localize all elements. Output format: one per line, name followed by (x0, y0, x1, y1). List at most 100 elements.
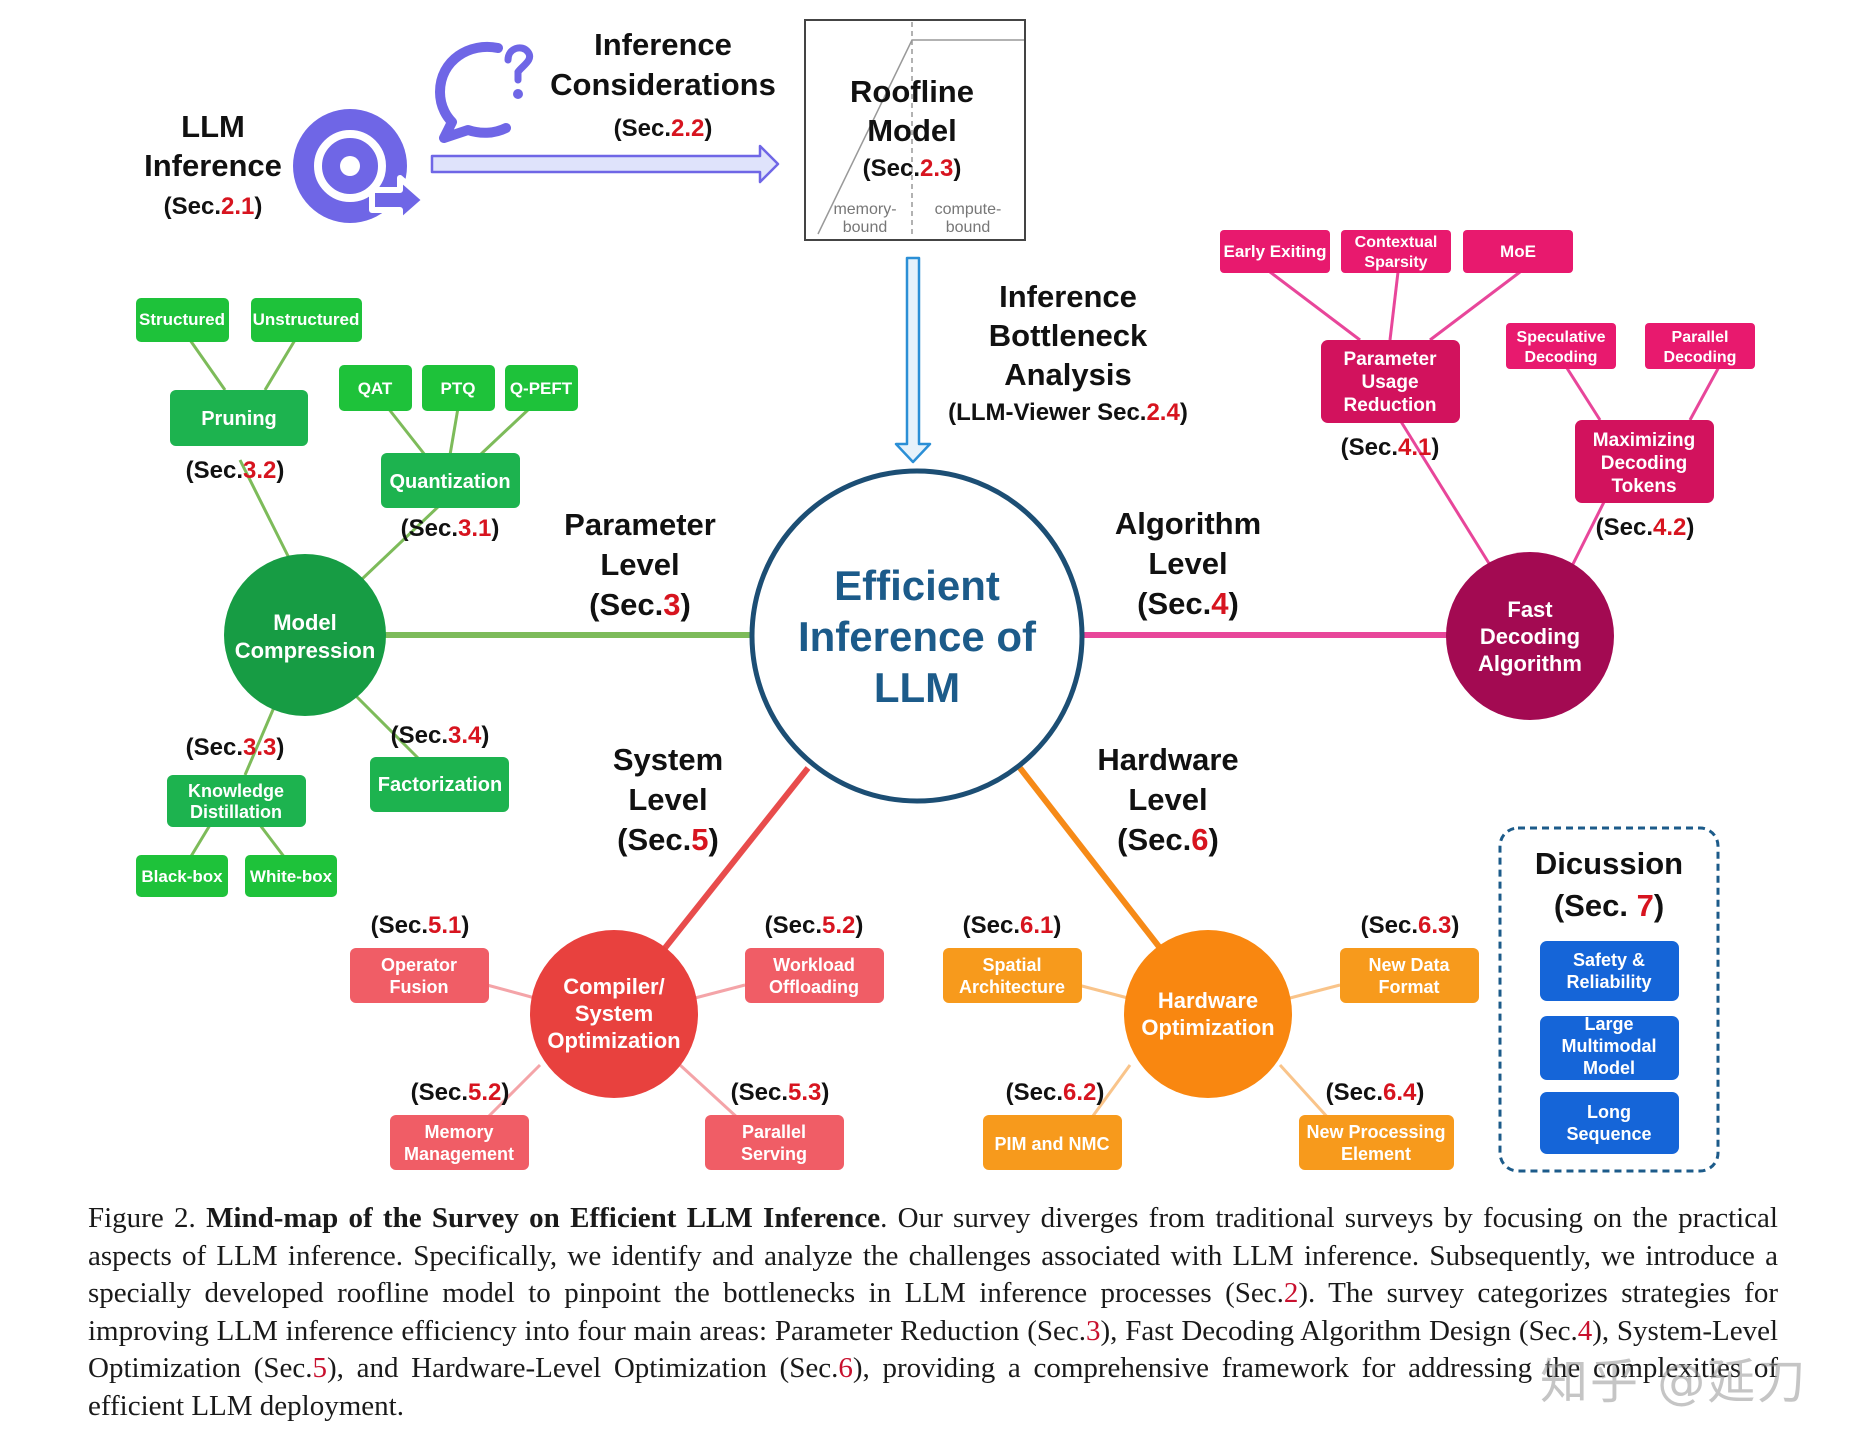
white-box-box (245, 855, 337, 897)
svg-text:Speculative: Speculative (1517, 329, 1606, 346)
hardware-optimization-branch: Hardware Optimization (Sec.6.1) Spatial … (943, 912, 1479, 1170)
svg-text:MoE: MoE (1500, 242, 1536, 261)
compiler-system-branch: Compiler/ System Optimization (Sec.5.1) … (350, 912, 884, 1170)
svg-text:Decoding: Decoding (1601, 453, 1688, 474)
svg-text:Serving: Serving (741, 1144, 807, 1164)
mdt-sec: (Sec.4.2) (1596, 514, 1695, 541)
svg-text:Sequence: Sequence (1566, 1124, 1651, 1144)
bottleneck-line1: Inference (999, 279, 1137, 314)
hardware-optimization-hub (1124, 930, 1292, 1098)
svg-text:Parameter: Parameter (1344, 349, 1438, 370)
svg-text:Parameter: Parameter (564, 507, 716, 542)
parallel-decoding-box (1645, 323, 1755, 369)
inference-considerations-node: Inference Considerations (Sec.2.2) (550, 27, 776, 142)
contextual-sparsity-box (1341, 230, 1451, 273)
svg-text:Algorithm: Algorithm (1478, 651, 1582, 676)
svg-text:White-box: White-box (250, 867, 333, 886)
memory-management-box (390, 1115, 529, 1170)
svg-text:System: System (613, 742, 723, 777)
svg-text:Structured: Structured (139, 310, 225, 329)
svg-text:Tokens: Tokens (1611, 476, 1676, 497)
black-box-box (136, 855, 228, 897)
new-data-format-box (1340, 948, 1479, 1003)
knowledge-distillation-box (167, 775, 306, 827)
svg-text:Black-box: Black-box (141, 867, 223, 886)
pruning-box (170, 390, 308, 446)
svg-text:Reliability: Reliability (1566, 972, 1651, 992)
svg-text:Algorithm: Algorithm (1115, 506, 1261, 541)
svg-text:(Sec.3): (Sec.3) (589, 587, 691, 622)
svg-text:QAT: QAT (358, 379, 393, 398)
svg-text:Long: Long (1587, 1102, 1631, 1122)
long-sequence-box (1540, 1092, 1679, 1154)
memory-bound-line2: bound (843, 219, 888, 236)
svg-text:Hardware: Hardware (1097, 742, 1238, 777)
svg-text:(Sec.6): (Sec.6) (1117, 822, 1219, 857)
svg-text:Parallel: Parallel (742, 1122, 806, 1142)
fast-decoding-branch: Fast Decoding Algorithm Early Exiting Co… (1220, 230, 1755, 720)
svg-text:PIM and NMC: PIM and NMC (995, 1134, 1110, 1154)
svg-text:PTQ: PTQ (441, 379, 476, 398)
svg-text:Unstructured: Unstructured (253, 310, 360, 329)
svg-text:Format: Format (1378, 977, 1439, 997)
center-line1: Efficient (834, 562, 1000, 609)
roofline-frame (804, 19, 1026, 241)
svg-text:Workload: Workload (773, 955, 855, 975)
svg-text:Knowledge: Knowledge (188, 781, 284, 801)
watermark: 知乎 @延刀 (1540, 1354, 1808, 1410)
maximizing-decoding-tokens-box (1575, 420, 1714, 503)
svg-text:New Processing: New Processing (1306, 1122, 1445, 1142)
svg-text:New Data: New Data (1368, 955, 1450, 975)
svg-text:Optimization: Optimization (547, 1028, 680, 1053)
svg-text:Multimodal: Multimodal (1562, 1036, 1657, 1056)
structured-box (136, 298, 229, 342)
llm-inference-sec: (Sec.2.1) (164, 193, 263, 220)
system-level-label: System Level (Sec.5) (613, 742, 723, 857)
svg-text:Level: Level (1148, 546, 1227, 581)
svg-text:Level: Level (628, 782, 707, 817)
center-line3: LLM (874, 664, 960, 711)
svg-text:Factorization: Factorization (378, 774, 502, 796)
spatial-sec: (Sec.6.1) (963, 912, 1062, 939)
fast-decoding-hub (1446, 552, 1614, 720)
roofline-model-node: Roofline Model (Sec.2.3) memory- bound c… (804, 19, 1026, 241)
svg-text:Optimization: Optimization (1141, 1015, 1274, 1040)
quantization-sec: (Sec.3.1) (401, 515, 500, 542)
early-exiting-box (1220, 230, 1330, 273)
pruning-sec: (Sec.3.2) (186, 457, 285, 484)
svg-text:Early Exiting: Early Exiting (1224, 242, 1327, 261)
svg-text:Contextual: Contextual (1355, 234, 1438, 251)
bottleneck-analysis-node: Inference Bottleneck Analysis (LLM-Viewe… (948, 279, 1188, 426)
svg-text:Parallel: Parallel (1672, 329, 1729, 346)
svg-text:Pruning: Pruning (201, 408, 277, 430)
spatial-architecture-box (943, 948, 1082, 1003)
svg-text:Model: Model (273, 610, 337, 635)
parameter-level-label: Parameter Level (Sec.3) (564, 507, 716, 622)
llm-inference-line1: LLM (181, 109, 245, 144)
pur-sec: (Sec.4.1) (1341, 434, 1440, 461)
caption-label: Figure 2. (88, 1202, 196, 1234)
model-compression-hub (224, 554, 386, 716)
compute-bound-line2: bound (946, 219, 991, 236)
opfusion-sec: (Sec.5.1) (371, 912, 470, 939)
factorization-sec: (Sec.3.4) (391, 722, 490, 749)
factorization-box (370, 757, 509, 812)
figure-caption: Figure 2. Mind-map of the Survey on Effi… (88, 1202, 1778, 1422)
svg-text:Management: Management (404, 1144, 514, 1164)
svg-text:Decoding: Decoding (1480, 624, 1580, 649)
inf-considerations-sec: (Sec.2.2) (614, 115, 713, 142)
npe-sec: (Sec.6.4) (1326, 1079, 1425, 1106)
svg-text:Maximizing: Maximizing (1593, 430, 1695, 451)
bottleneck-sec: (LLM-Viewer Sec.2.4) (948, 399, 1188, 426)
svg-text:Sparsity: Sparsity (1364, 254, 1427, 271)
svg-text:Distillation: Distillation (190, 802, 282, 822)
algorithm-level-label: Algorithm Level (Sec.4) (1115, 506, 1261, 621)
speculative-decoding-box (1506, 323, 1616, 369)
mem-sec: (Sec.5.2) (411, 1079, 510, 1106)
svg-text:Operator: Operator (381, 955, 457, 975)
svg-text:Usage: Usage (1361, 372, 1418, 393)
svg-text:(Sec.4): (Sec.4) (1137, 586, 1239, 621)
ndf-sec: (Sec.6.3) (1361, 912, 1460, 939)
right-arrow-icon (430, 144, 780, 184)
